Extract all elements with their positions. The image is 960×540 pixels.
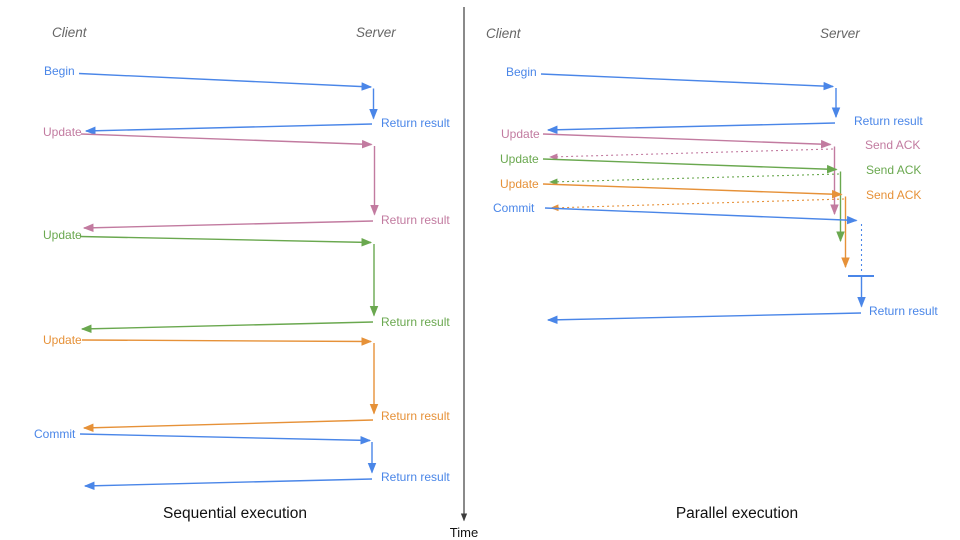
seq-update1-return-label: Return result — [381, 213, 450, 227]
seq-commit-return-label: Return result — [381, 470, 450, 484]
seq-update3-return-line — [82, 419, 374, 432]
seq-update2-return-line — [80, 321, 374, 334]
par-update2-request-line — [542, 158, 838, 174]
par-begin-label: Begin — [506, 65, 537, 79]
seq-begin-request-line — [78, 72, 373, 91]
seq-update2-label: Update — [43, 228, 82, 242]
par-begin-return-line — [546, 122, 836, 135]
par-commit-return-line — [546, 312, 862, 325]
seq-update1-request-line — [80, 133, 373, 149]
par-update1-ack-line — [549, 148, 834, 161]
seq-begin-return-line — [84, 123, 373, 136]
seq-begin-return-label: Return result — [381, 116, 450, 130]
par-commit-label: Commit — [493, 201, 535, 215]
par-commit-return-label: Return result — [869, 304, 938, 318]
seq-update1-label: Update — [43, 125, 82, 139]
par-update1-request-line — [542, 133, 832, 149]
seq-update3-label: Update — [43, 333, 82, 347]
par-update3-ack-label: Send ACK — [866, 188, 921, 202]
seq-update3-return-label: Return result — [381, 409, 450, 423]
seq-begin-label: Begin — [44, 64, 75, 78]
par-commit-request-line — [544, 207, 858, 225]
seq-commit-label: Commit — [34, 427, 76, 441]
par-update3-request-line — [542, 183, 843, 199]
time-axis-label: Time — [450, 525, 478, 540]
par-update3-label: Update — [500, 177, 539, 191]
par-panel-title: Parallel execution — [676, 505, 798, 522]
seq-panel-title: Sequential execution — [163, 505, 307, 522]
seq-update1-return-line — [82, 220, 374, 233]
par-update1-ack-label: Send ACK — [865, 138, 920, 152]
par-client-header: Client — [486, 26, 522, 41]
seq-commit-request-line — [79, 433, 372, 445]
par-begin-return-label: Return result — [854, 114, 923, 128]
seq-client-header: Client — [52, 25, 88, 40]
par-update2-label: Update — [500, 152, 539, 166]
par-update3-ack-line — [550, 198, 845, 212]
seq-update3-request-line — [81, 337, 373, 346]
par-update2-ack-label: Send ACK — [866, 163, 921, 177]
par-update1-label: Update — [501, 127, 540, 141]
par-update2-ack-line — [549, 173, 840, 186]
par-begin-request-line — [540, 73, 835, 91]
seq-commit-return-line — [83, 478, 373, 491]
seq-update2-request-line — [79, 235, 373, 247]
seq-update2-return-label: Return result — [381, 315, 450, 329]
seq-server-header: Server — [356, 25, 396, 40]
par-server-header: Server — [820, 26, 860, 41]
